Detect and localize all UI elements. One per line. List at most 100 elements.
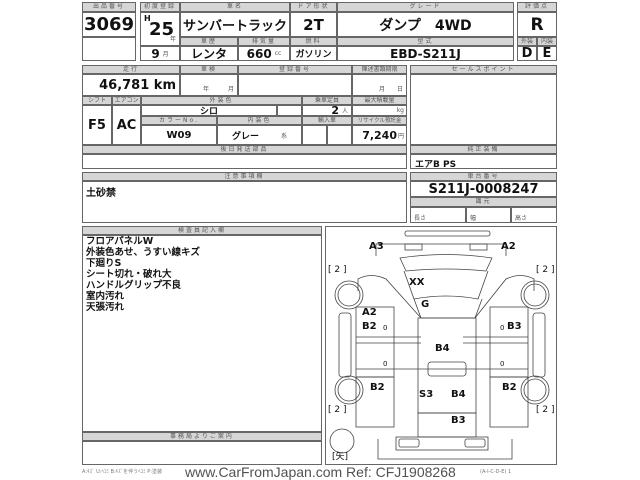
damage-mark: B4 [435, 343, 450, 354]
note: 下廻りS [86, 258, 122, 269]
doors-label: ドア形状 [290, 2, 337, 12]
damage-mark: A3 [369, 241, 384, 252]
sales-points-label: セールスポイント [410, 65, 557, 74]
tire-depth: [ 2 ] [536, 405, 555, 415]
zero-mark: 0 [383, 324, 388, 332]
inspector-label: 検査員記入欄 [82, 226, 322, 235]
year-value: 25 [149, 19, 175, 40]
car-name: サンバートラック [180, 12, 290, 37]
inspection-label: 車検 [180, 65, 238, 74]
score-label: 評価点 [517, 2, 557, 12]
lot-blank [82, 37, 136, 61]
legend-end: (A-I-C-D-E) 1 [480, 469, 512, 475]
car-name-label: 車名 [180, 2, 290, 12]
tire-depth: [ 2 ] [536, 265, 555, 275]
month-value: 9 [151, 46, 160, 61]
length: 長さ [410, 207, 466, 223]
ext-color: シロ [141, 105, 277, 116]
damage-mark: A2 [362, 307, 377, 318]
tire-depth: [ 2 ] [328, 265, 347, 275]
damage-diagram [325, 226, 557, 465]
shift-label: シフト [82, 96, 112, 105]
inspection: 年月 [180, 74, 238, 96]
year-unit: 年 [169, 36, 176, 43]
color-no-label: カラーNo. [141, 116, 217, 125]
displacement-unit: cc [274, 50, 282, 57]
interior-score: E [537, 46, 557, 61]
grade-label: グレード [337, 2, 514, 12]
score: R [517, 12, 557, 37]
inspection-year-unit: 年 [203, 86, 210, 93]
chassis-label: 車台番号 [410, 172, 557, 181]
damage-mark: XX [409, 277, 425, 288]
lot-label: 出品番号 [82, 2, 136, 12]
history: レンタ [180, 46, 238, 61]
equipment-label: 純正装備 [410, 145, 557, 154]
note: ハンドルグリップ不良 [86, 280, 182, 291]
equipment: エアB PS [410, 154, 557, 170]
note: シート切れ・破れ大 [86, 269, 172, 280]
cautions-label: 注意事項欄 [82, 172, 407, 181]
zero-mark: 0 [500, 360, 505, 368]
zero-mark: 0 [383, 360, 388, 368]
watermark: www.CarFromJapan.com Ref: CFJ1908268 [185, 464, 456, 480]
lot-number: 3069 [82, 12, 136, 37]
ext-color-label: 外装色 [141, 96, 302, 105]
capacity-value: 2 [331, 105, 339, 116]
origin-label: 識元 [410, 197, 557, 207]
registration-label: 登録番号 [238, 65, 352, 74]
max-load-unit: kg [396, 107, 404, 114]
recycle-unit: 円 [397, 132, 404, 140]
model: EBD-S211J [337, 46, 514, 61]
exterior-score: D [517, 46, 537, 61]
registration [238, 74, 352, 96]
ext-color-extra [277, 105, 302, 116]
car-outline-icon [329, 230, 550, 460]
interior-label: 内装 [537, 37, 557, 46]
int-color: グレー系 [217, 125, 302, 145]
docs-day-unit: 日 [396, 86, 403, 93]
recycle-value: 7,240 [362, 128, 397, 142]
fuel-label: 燃料 [290, 37, 337, 46]
width: 幅 [466, 207, 511, 223]
docs-deadline: 月日 [352, 74, 407, 96]
max-load: kg [352, 105, 407, 116]
office [82, 441, 322, 465]
tire-depth: [ 2 ] [328, 405, 347, 415]
legend-text: A:ｷｽﾞ U:ﾍｺﾐ B:ｷｽﾞを伴うﾍｺﾐ P:塗装 [82, 469, 162, 475]
damage-mark: B2 [502, 382, 517, 393]
first-reg-year: H 25 年 [140, 12, 180, 46]
damage-mark: B3 [507, 321, 522, 332]
height: 高さ [511, 207, 557, 223]
chassis-number: S211J-0008247 [410, 181, 557, 197]
damage-mark: A2 [501, 241, 516, 252]
cautions: 土砂禁 [82, 181, 407, 223]
mileage-label: 走行 [82, 65, 180, 74]
aircon: AC [112, 105, 141, 145]
damage-mark: B4 [451, 389, 466, 400]
note: 外装色あせ、うすい線キズ [86, 247, 201, 258]
note: フロアパネルW [86, 236, 154, 247]
damage-mark: B2 [362, 321, 377, 332]
int-color-unit: 系 [281, 132, 288, 140]
fuel: ガソリン [290, 46, 337, 61]
recycle-label: リサイクル預託金 [352, 116, 407, 125]
shift: F5 [82, 105, 112, 145]
import-right [327, 125, 352, 145]
spare-tire: [矢] [332, 452, 349, 462]
later-parts [82, 154, 407, 169]
docs-deadline-label: 陳述書類期限 [352, 65, 407, 74]
max-load-label: 最大積載量 [352, 96, 407, 105]
note: 室内汚れ [86, 291, 125, 302]
damage-mark: B3 [451, 415, 466, 426]
damage-mark: B2 [370, 382, 385, 393]
displacement-label: 排気量 [238, 37, 290, 46]
inspection-month-unit: 月 [227, 86, 234, 93]
grade: ダンプ 4WD [337, 12, 514, 37]
int-color-label: 内装色 [217, 116, 302, 125]
exterior-label: 外装 [517, 37, 537, 46]
